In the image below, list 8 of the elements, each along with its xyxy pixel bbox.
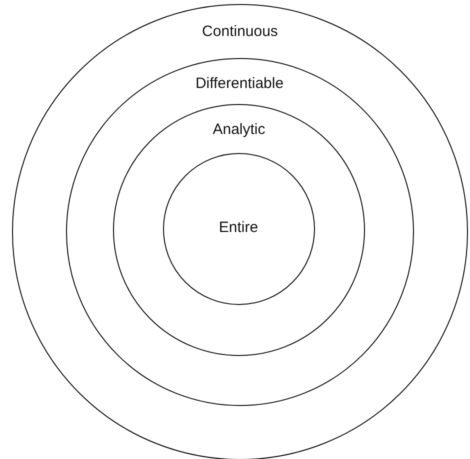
set-label: Analytic — [212, 121, 266, 139]
nested-circle — [12, 4, 468, 459]
nested-circle — [113, 104, 365, 356]
nested-circle — [162, 152, 314, 304]
nested-circle — [66, 58, 414, 406]
set-label: Differentiable — [195, 74, 284, 92]
set-label: Entire — [218, 219, 258, 237]
set-label: Continuous — [202, 23, 278, 41]
